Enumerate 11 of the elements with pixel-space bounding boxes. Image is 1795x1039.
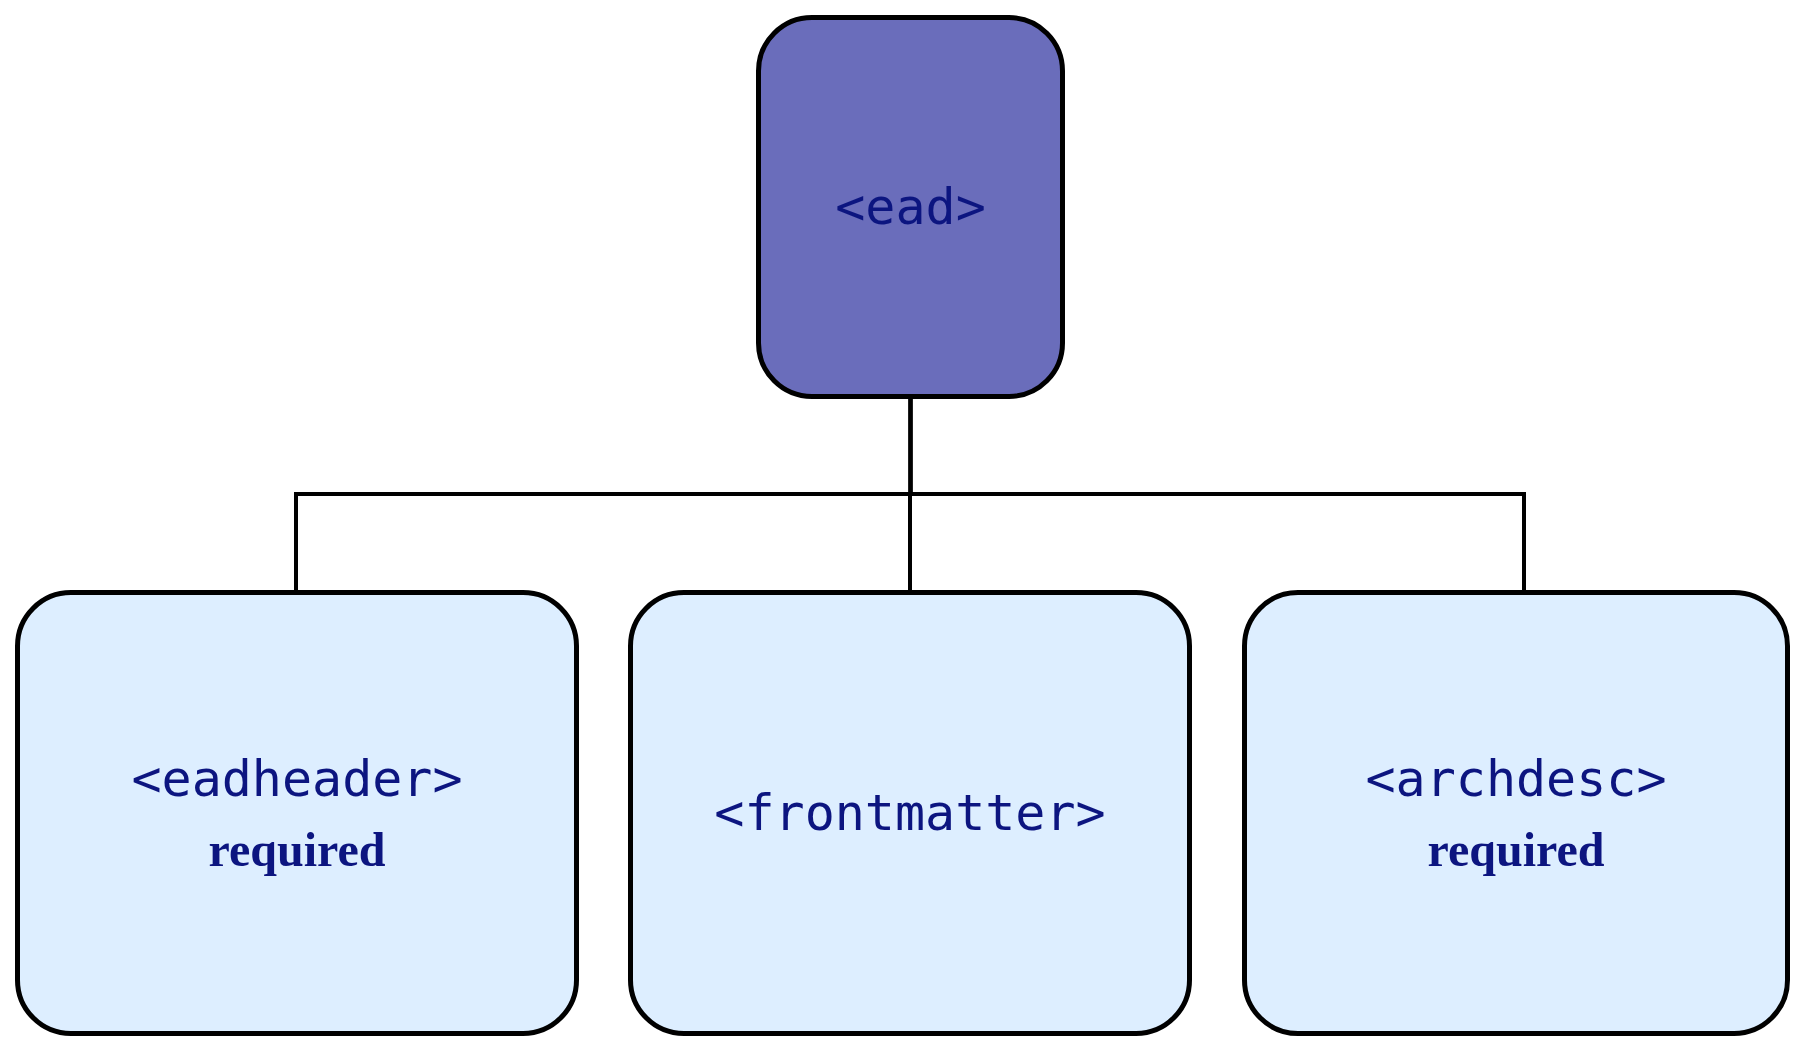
element-tag: <eadheader> xyxy=(131,749,463,808)
child-element-box xyxy=(1242,590,1790,1036)
element-tag: <frontmatter> xyxy=(714,784,1106,842)
requirement-note: required xyxy=(208,821,386,877)
root-element-box xyxy=(756,15,1065,399)
element-tag: <ead> xyxy=(835,178,986,236)
connector-line xyxy=(908,399,1526,590)
requirement-note: required xyxy=(1427,821,1605,877)
child-element-box xyxy=(15,590,579,1036)
child-element-box xyxy=(628,590,1192,1036)
element-tag: <archdesc> xyxy=(1365,749,1667,808)
